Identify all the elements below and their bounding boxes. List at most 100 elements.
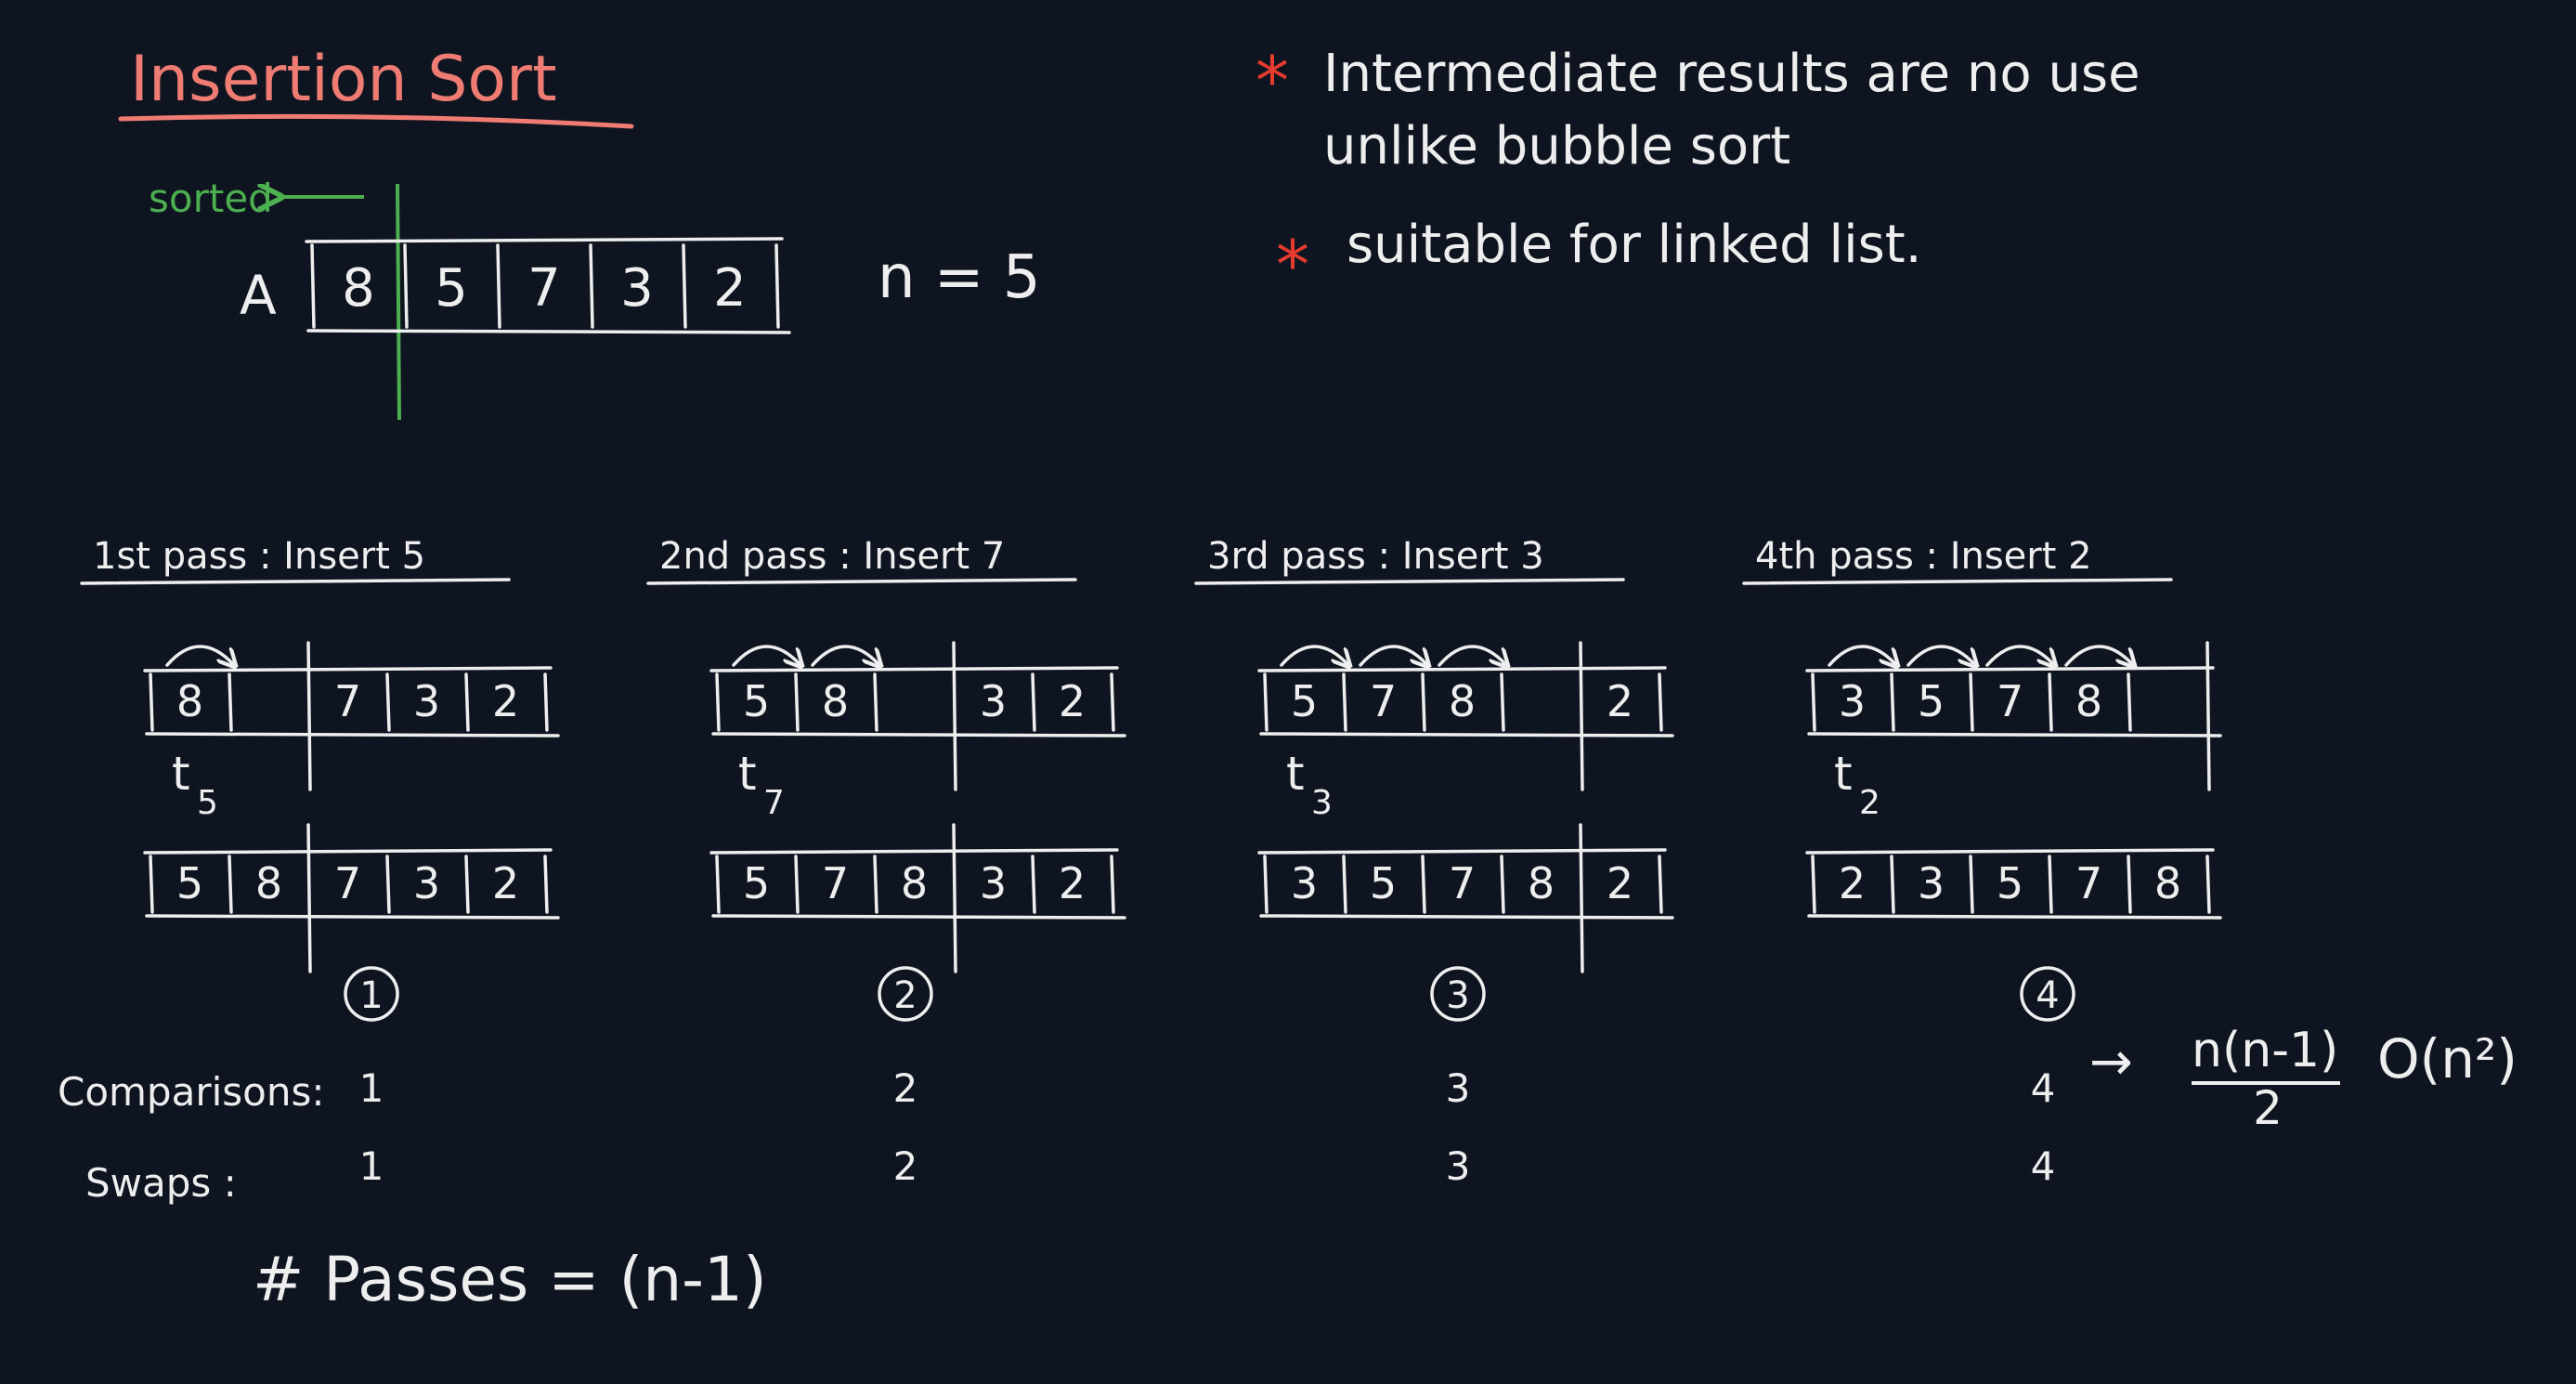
array-bottom-line <box>1259 732 1674 738</box>
array-cell-value: 7 <box>527 258 561 319</box>
swaps-label: Swaps : <box>85 1160 237 1206</box>
passes-formula: # Passes = (n-1) <box>253 1244 767 1315</box>
array-name: A <box>240 264 277 327</box>
cell-divider <box>543 672 549 732</box>
array-cell-value: 8 <box>2075 676 2102 726</box>
array-cell-value: 5 <box>1918 676 1945 726</box>
array-bottom-line <box>145 914 560 920</box>
sorted-boundary-line <box>952 641 957 791</box>
cell-divider <box>873 855 878 914</box>
cell-divider <box>385 672 391 732</box>
swaps-value: 3 <box>1446 1143 1471 1189</box>
pass-number-circle <box>2020 966 2075 1022</box>
cell-divider <box>149 672 154 732</box>
cell-divider <box>2205 855 2211 914</box>
pass-header: 2nd pass : Insert 7 <box>659 535 1005 578</box>
cell-divider <box>1890 855 1895 914</box>
sorted-boundary-line <box>952 823 957 973</box>
array-cell-value: 7 <box>1449 858 1476 908</box>
cell-divider <box>1500 855 1505 914</box>
cell-divider <box>1969 855 1974 914</box>
array-top-line <box>1257 848 1667 855</box>
complexity-formula: → n(n-1) 2 O(n²) <box>2089 1023 2517 1135</box>
array-cell-value: 2 <box>1607 676 1633 726</box>
sorted-divider <box>396 183 401 421</box>
shift-arrow <box>1906 645 1975 665</box>
array-cell-value: 3 <box>1291 858 1318 908</box>
array-cell-value: 3 <box>1839 676 1866 726</box>
cell-divider <box>589 243 594 329</box>
array-cell-value: 3 <box>620 258 654 319</box>
array-bottom-line <box>145 732 560 738</box>
sorted-label: sorted <box>149 176 273 221</box>
array-cell-value: 7 <box>1997 676 2023 726</box>
array-cell-value: 8 <box>1528 858 1555 908</box>
cell-divider <box>1031 672 1036 732</box>
sorted-boundary-line <box>2205 641 2211 791</box>
array-bottom-line <box>1807 914 2222 920</box>
array-top-line <box>709 848 1119 855</box>
array-bottom-line <box>1807 732 2222 738</box>
array-top-line <box>143 848 553 855</box>
cell-divider <box>1031 855 1036 914</box>
array-cell-value: 3 <box>980 858 1007 908</box>
pass-number: 2 <box>893 974 917 1017</box>
cell-divider <box>794 672 800 732</box>
pass-number-circle <box>1430 966 1486 1022</box>
pass-header-underline <box>1742 578 2173 585</box>
comparisons-label: Comparisons: <box>58 1069 325 1115</box>
array-cell-value: 7 <box>334 676 361 726</box>
pass-number-circle <box>878 966 933 1022</box>
cell-divider <box>385 855 391 914</box>
pass-header-underline <box>1194 578 1625 585</box>
cell-divider <box>464 855 470 914</box>
note-1-star-icon: * <box>1255 42 1289 120</box>
cell-divider <box>228 672 233 732</box>
cell-divider <box>715 855 721 914</box>
shift-arrow <box>165 645 234 665</box>
temp-pointer-subscript: 5 <box>197 784 218 822</box>
cell-divider <box>794 855 800 914</box>
array-cell-value: 8 <box>255 858 282 908</box>
shift-arrow <box>1359 645 1427 665</box>
cell-divider <box>2048 672 2053 732</box>
array-cell-value: 2 <box>1059 676 1086 726</box>
temp-pointer: t <box>172 747 190 801</box>
cell-divider <box>403 243 409 329</box>
swaps-value: 4 <box>2031 1143 2056 1189</box>
cell-divider <box>1110 855 1115 914</box>
shift-arrow <box>2064 645 2133 665</box>
sorted-boundary-line <box>306 641 312 791</box>
comparisons-value: 2 <box>893 1065 918 1111</box>
temp-pointer-subscript: 2 <box>1859 784 1880 822</box>
cell-divider <box>1500 672 1505 732</box>
cell-divider <box>2048 855 2053 914</box>
page-title: Insertion Sort <box>130 43 557 116</box>
cell-divider <box>2127 672 2132 732</box>
array-cell-value: 3 <box>413 676 440 726</box>
array-cell-value: 8 <box>901 858 928 908</box>
temp-pointer-subscript: 7 <box>763 784 785 822</box>
array-cell-value: 2 <box>1059 858 1086 908</box>
array-cell-value: 2 <box>1607 858 1633 908</box>
cell-divider <box>1890 672 1895 732</box>
array-cell-value: 2 <box>713 258 747 319</box>
cell-divider <box>543 855 549 914</box>
shift-arrow <box>1828 645 1896 665</box>
array-cell-value: 7 <box>2075 858 2102 908</box>
array-cell-value: 7 <box>822 858 849 908</box>
array-cell-value: 5 <box>435 258 468 319</box>
note-1-line-1: Intermediate results are no use <box>1323 44 2140 104</box>
temp-pointer: t <box>738 747 757 801</box>
array-cell-value: 8 <box>176 676 203 726</box>
